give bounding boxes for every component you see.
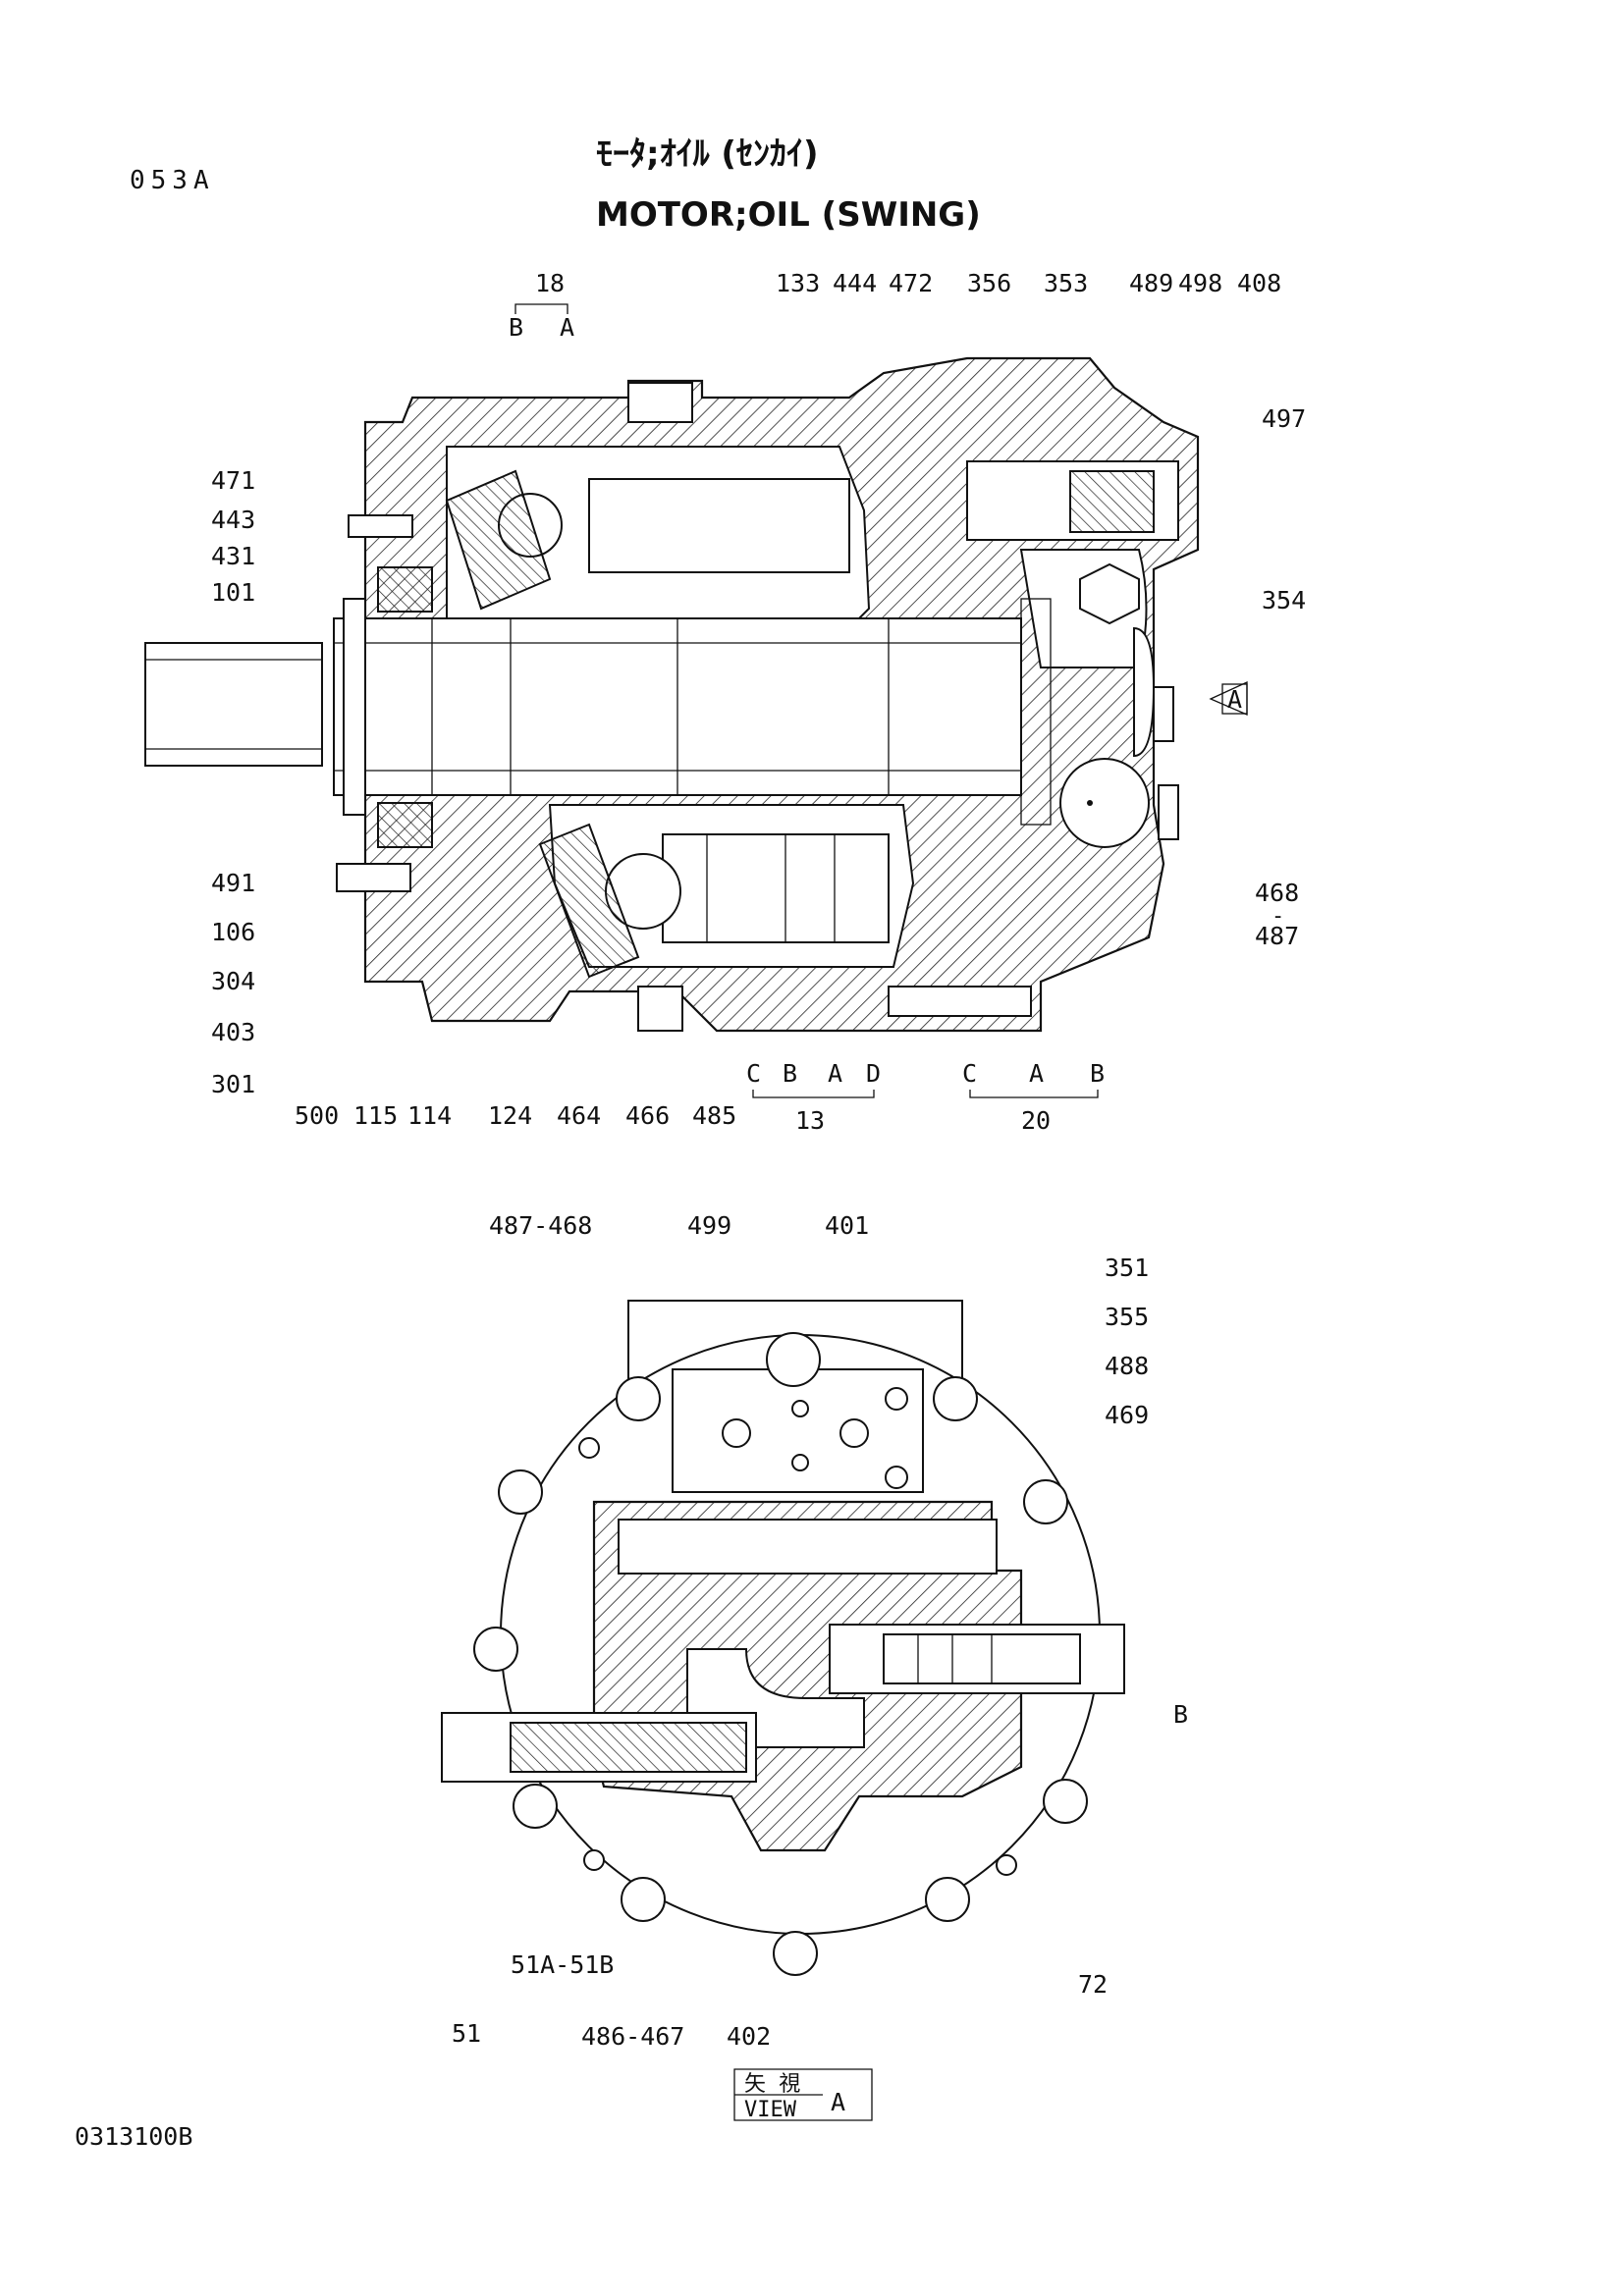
- callout-106: 106: [211, 918, 255, 946]
- callout-491: 491: [211, 869, 255, 897]
- callout-18-b: B: [509, 313, 523, 342]
- callout-472: 472: [889, 269, 933, 297]
- callout-497: 497: [1262, 404, 1306, 433]
- title-japanese: ﾓｰﾀ;ｵｲﾙ (ｾﾝｶｲ): [596, 134, 819, 174]
- callout-498: 498: [1178, 269, 1222, 297]
- callout-114: 114: [407, 1101, 452, 1130]
- callout-401: 401: [825, 1211, 869, 1240]
- callout-469: 469: [1105, 1401, 1149, 1429]
- view-a-drawing: [441, 1300, 1125, 1976]
- section-top-callouts: 18 B A 133 444 472 356 353 489 498 408 4…: [509, 269, 1306, 433]
- callout-355: 355: [1105, 1303, 1149, 1331]
- callout-468: 468: [1255, 879, 1299, 907]
- callout-431: 431: [211, 542, 255, 570]
- section-right-callouts: 354 468 - 487 A: [1209, 586, 1306, 950]
- callout-20-b: B: [1090, 1059, 1105, 1088]
- callout-13-b: B: [783, 1059, 797, 1088]
- callout-b: B: [1173, 1700, 1188, 1729]
- callout-13-d: D: [866, 1059, 881, 1088]
- view-a-caption-en: VIEW: [744, 2098, 797, 2122]
- callout-20: 20: [1021, 1106, 1051, 1135]
- section-view-drawing: [144, 356, 1200, 1033]
- view-a-marker: A: [1227, 685, 1242, 714]
- callout-466: 466: [625, 1101, 670, 1130]
- callout-468-487-dash: -: [1271, 904, 1284, 929]
- callout-51: 51: [452, 2019, 481, 2048]
- callout-408: 408: [1237, 269, 1281, 297]
- callout-301: 301: [211, 1070, 255, 1098]
- callout-489: 489: [1129, 269, 1173, 297]
- section-bottom-callouts: 500 115 114 124 464 466 485 C B A D 13 C…: [295, 1059, 1105, 1135]
- title-english: MOTOR;OIL (SWING): [596, 195, 981, 235]
- callout-304: 304: [211, 967, 255, 995]
- callout-124: 124: [488, 1101, 532, 1130]
- callout-115: 115: [353, 1101, 398, 1130]
- callout-499: 499: [687, 1211, 731, 1240]
- flange-bolts: [473, 1376, 1088, 1976]
- callout-485: 485: [692, 1101, 736, 1130]
- view-a-callouts: 487-468 499 401 351 355 488 469 B 51A-51…: [452, 1211, 1188, 2051]
- callout-487: 487: [1255, 922, 1299, 950]
- callout-471: 471: [211, 466, 255, 495]
- callout-402: 402: [727, 2022, 771, 2051]
- callout-13: 13: [795, 1106, 825, 1135]
- callout-20-a: A: [1029, 1059, 1044, 1088]
- callout-354: 354: [1262, 586, 1306, 614]
- view-a-caption-letter: A: [831, 2088, 845, 2116]
- callout-13-c: C: [746, 1059, 761, 1088]
- callout-443: 443: [211, 506, 255, 534]
- callout-486-467: 486-467: [581, 2022, 684, 2051]
- callout-403: 403: [211, 1018, 255, 1046]
- callout-20-c: C: [962, 1059, 977, 1088]
- callout-464: 464: [557, 1101, 601, 1130]
- callout-72: 72: [1078, 1970, 1108, 1999]
- view-a-caption: 矢 視 VIEW A: [733, 2068, 873, 2122]
- callout-133: 133: [776, 269, 820, 297]
- callout-488: 488: [1105, 1352, 1149, 1380]
- callout-444: 444: [833, 269, 877, 297]
- callout-353: 353: [1044, 269, 1088, 297]
- callout-13-a: A: [828, 1059, 842, 1088]
- drawing-number: 0313100B: [75, 2122, 192, 2151]
- view-a-caption-jp: 矢 視: [744, 2072, 800, 2097]
- drawing-code: 053A: [130, 166, 215, 195]
- callout-351: 351: [1105, 1254, 1149, 1282]
- callout-18: 18: [535, 269, 565, 297]
- callout-101: 101: [211, 578, 255, 607]
- callout-500: 500: [295, 1101, 339, 1130]
- section-left-callouts: 471 443 431 101 491 106 304 403 301: [211, 466, 255, 1098]
- callout-487-468: 487-468: [489, 1211, 592, 1240]
- callout-356: 356: [967, 269, 1011, 297]
- callout-18-a: A: [560, 313, 574, 342]
- callout-51a-51b: 51A-51B: [511, 1950, 614, 1979]
